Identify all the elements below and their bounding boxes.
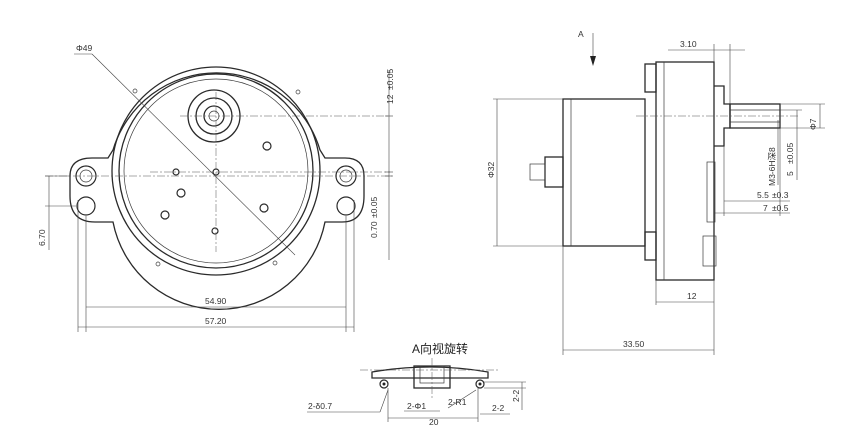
a-view-label-22v: 2-2 (511, 389, 521, 402)
hole-3 (176, 188, 186, 198)
inner-rim-circle (118, 73, 314, 269)
a-view-label-2x2: 2-2 (492, 403, 505, 413)
dim-32-value: Φ32 (486, 161, 496, 178)
a-view-pin-right-inner (478, 382, 482, 386)
a-view-label-2phi1: 2-Φ1 (407, 401, 426, 411)
a-view-label-2r07: 2-δ0.7 (308, 401, 332, 411)
dim-070-tolerance: ±0.05 (369, 197, 379, 218)
diameter-label: Φ49 (76, 43, 93, 53)
mounting-flange-outline (69, 72, 365, 310)
dim-12-value: 12 (385, 94, 395, 104)
view-arrow-label: A (578, 29, 584, 39)
rim-dot-3 (155, 261, 161, 267)
dim-12b-value: 12 (687, 291, 697, 301)
view-arrow-head (590, 56, 596, 66)
inner-face-circle (123, 78, 309, 264)
hole-6 (211, 227, 219, 235)
side-view: A 3.10 Φ32 Φ7 5 ±0 (486, 29, 825, 355)
dim-7-value: Φ7 (808, 118, 818, 130)
hole-5 (160, 210, 170, 220)
dim-3350-value: 33.50 (623, 339, 645, 349)
rim-dot-1 (132, 88, 138, 94)
dim-070-value: 0.70 (369, 221, 379, 238)
dim-5-tolerance: ±0.05 (785, 143, 795, 164)
dim-55-value: 5.5 (757, 190, 769, 200)
rim-dot-4 (272, 260, 278, 266)
terminal-pin (529, 163, 546, 181)
a-view-label-2r1: 2-R1 (448, 397, 467, 407)
a-view-pin-right (475, 379, 485, 389)
a-view: A向视旋转 2-δ0.7 20 2-Φ1 2-R1 2-2 2-2 (307, 341, 526, 427)
gearbox-flange-bottom (644, 231, 657, 261)
hole-1 (262, 141, 272, 151)
hole-4 (259, 203, 269, 213)
terminal-block (544, 156, 564, 188)
gearbox-side-tab (706, 161, 716, 223)
right-ear-hole-bottom (336, 196, 356, 216)
dim-670-value: 6.70 (37, 229, 47, 246)
left-ear-hole-bottom (76, 196, 96, 216)
dim-310-value: 3.10 (680, 39, 697, 49)
gearbox-housing (655, 61, 715, 281)
shaft-thread-label: M3-6H深8 (767, 147, 777, 186)
gearbox-flange-top (644, 63, 657, 93)
rim-dot-2 (295, 89, 301, 95)
a-view-label-20: 20 (429, 417, 439, 427)
dim-7b-value: 7 (763, 203, 768, 213)
outer-housing-circle (111, 66, 321, 276)
dim-5490-value: 54.90 (205, 296, 227, 306)
dim-7b-tolerance: ±0.5 (772, 203, 789, 213)
dim-55-tolerance: ±0.3 (772, 190, 789, 200)
gearbox-bottom-tab (702, 235, 717, 267)
a-view-plate (371, 366, 489, 379)
motor-can (562, 98, 646, 247)
a-view-title: A向视旋转 (412, 341, 468, 356)
front-view: Φ49 12 ±0.05 0.70 ±0.05 6.70 54.90 57.20 (37, 43, 395, 332)
a-view-pin-left-inner (382, 382, 386, 386)
dim-5-value: 5 (785, 171, 795, 176)
a-view-dim-2r1-leader (447, 389, 477, 409)
dim-12-tolerance: ±0.05 (385, 69, 395, 90)
diameter-leader-diag (91, 53, 296, 256)
a-view-leader-2r07-diag (379, 389, 389, 413)
dim-5720-value: 57.20 (205, 316, 227, 326)
a-view-pin-left (379, 379, 389, 389)
